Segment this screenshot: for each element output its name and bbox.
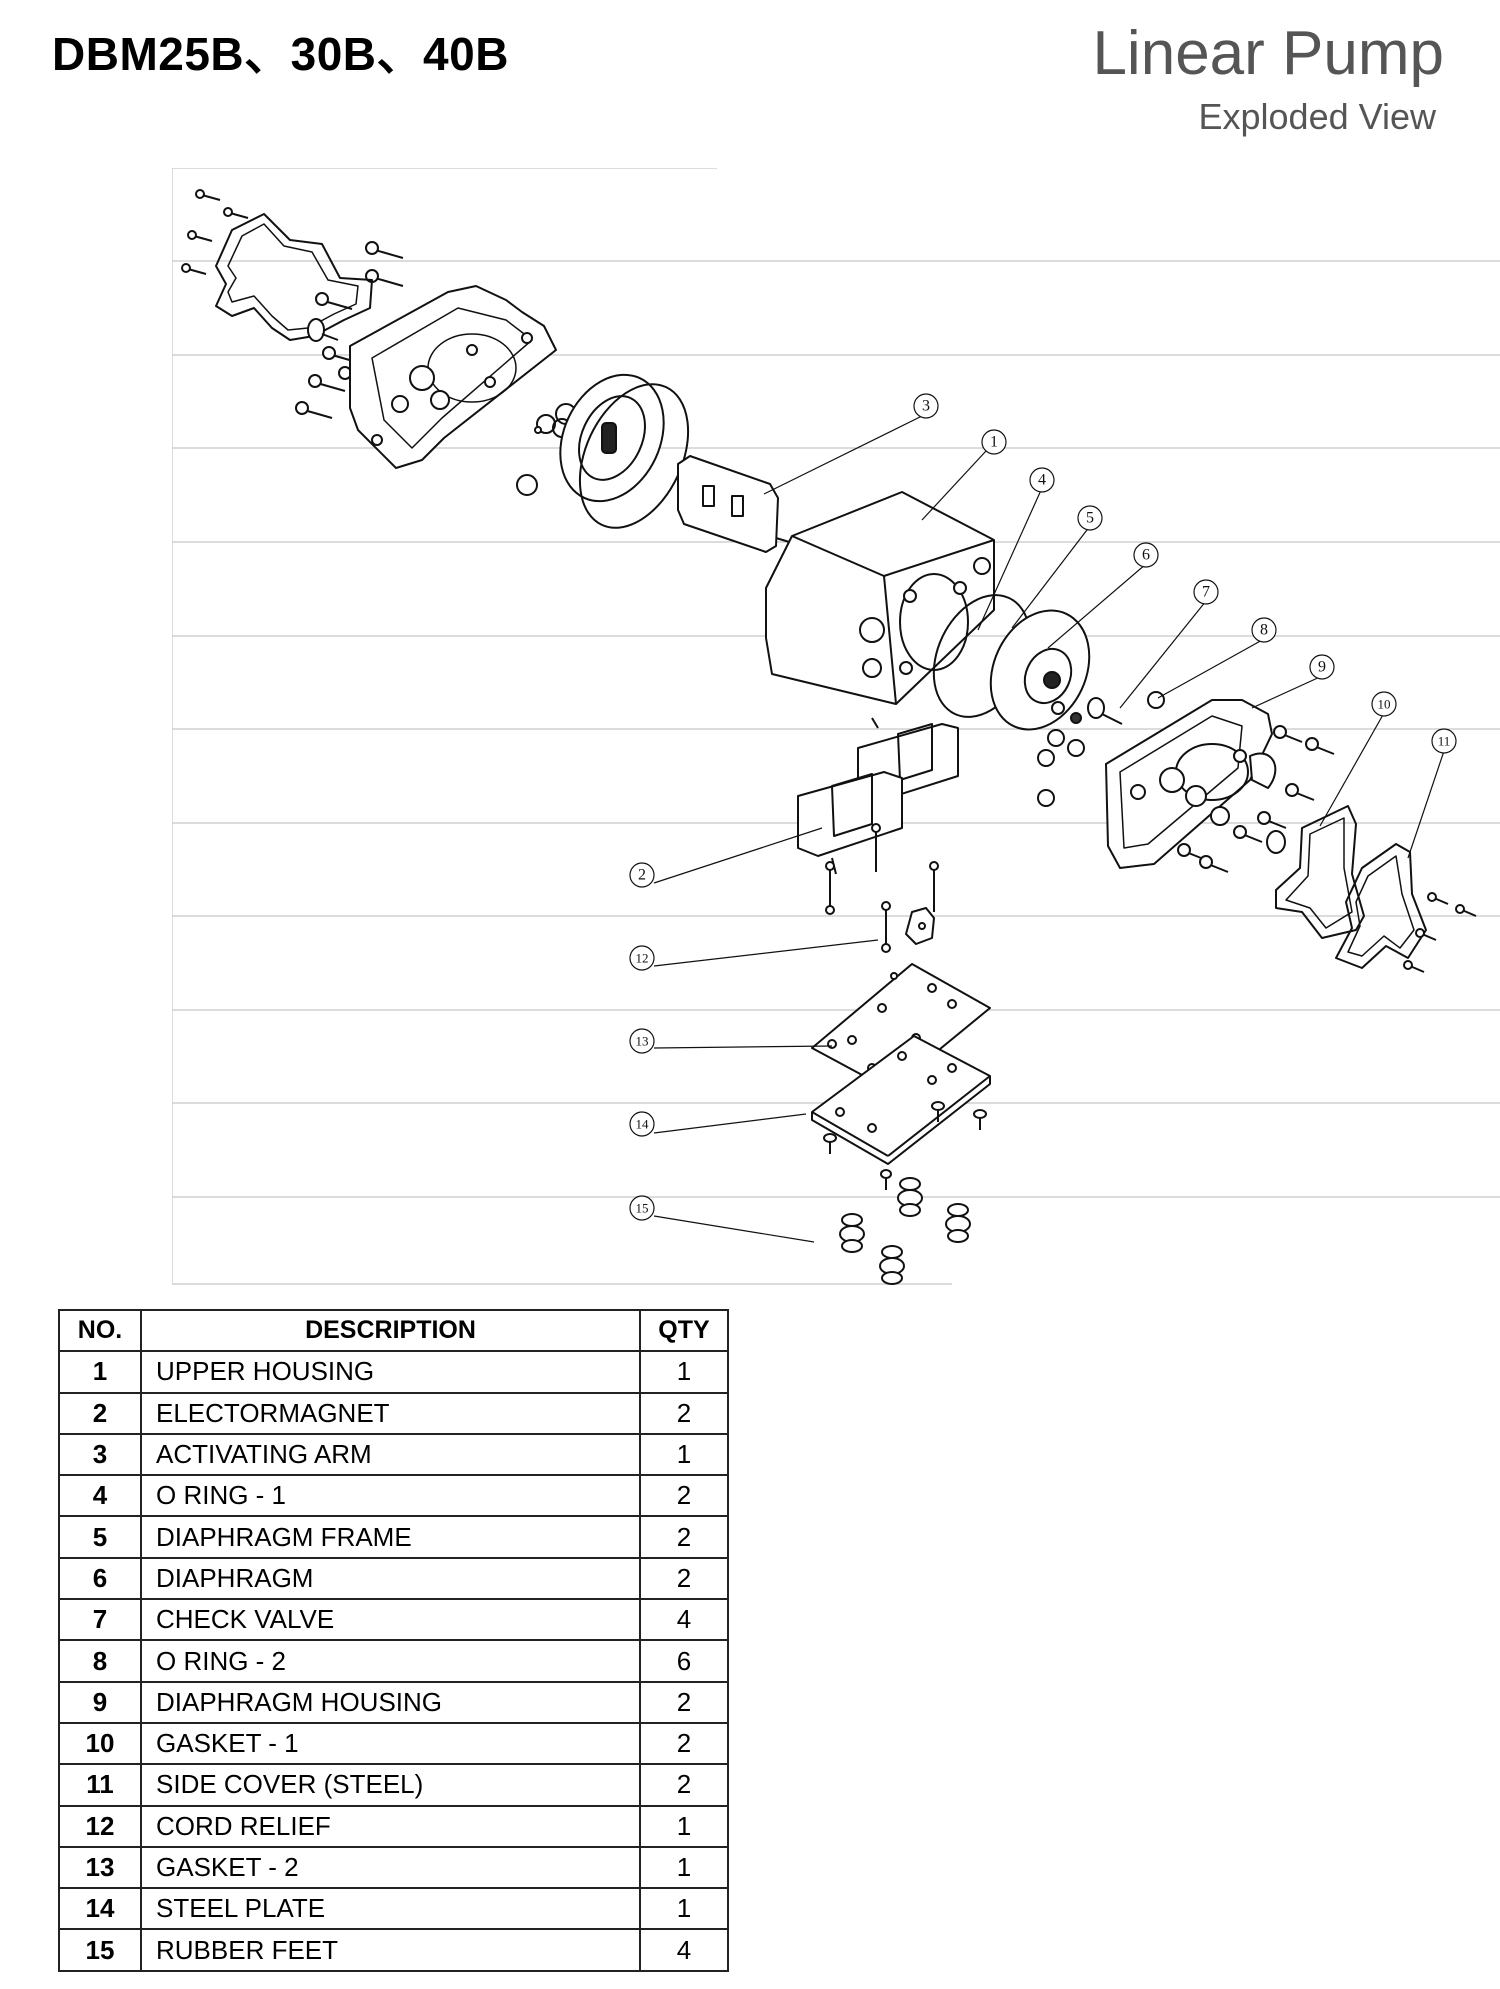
row-qty: 1 — [639, 1804, 729, 1848]
callout-2: 2 — [638, 867, 646, 884]
callout-14: 14 — [636, 1117, 650, 1132]
row-qty: 4 — [639, 1928, 729, 1972]
exploded-view-drawing: 1 2 3 4 5 6 7 8 9 10 11 12 13 14 15 — [172, 168, 1500, 1300]
row-no: 7 — [58, 1598, 142, 1642]
row-description: O RING - 2 — [140, 1639, 641, 1683]
header-no: NO. — [58, 1308, 142, 1353]
row-description: GASKET - 1 — [140, 1721, 641, 1766]
row-no: 15 — [58, 1928, 142, 1972]
left-gasket — [215, 213, 373, 341]
right-gasket — [1275, 805, 1365, 939]
row-qty: 1 — [639, 1432, 729, 1477]
row-description: DIAPHRAGM — [140, 1556, 641, 1601]
right-diaphragm-frame — [989, 609, 1091, 731]
row-no: 12 — [58, 1804, 142, 1848]
right-diaphragm-housing — [1105, 699, 1273, 869]
row-qty: 1 — [639, 1887, 729, 1931]
row-description: RUBBER FEET — [140, 1928, 641, 1972]
header-qty: QTY — [639, 1308, 729, 1353]
callout-12: 12 — [636, 951, 649, 966]
row-description: SIDE COVER (STEEL) — [140, 1763, 641, 1807]
row-description: UPPER HOUSING — [140, 1350, 641, 1394]
row-qty: 2 — [639, 1763, 729, 1807]
callout-7: 7 — [1202, 584, 1210, 601]
row-no: 8 — [58, 1639, 142, 1683]
row-qty: 1 — [639, 1350, 729, 1394]
row-no: 13 — [58, 1845, 142, 1890]
row-no: 3 — [58, 1432, 142, 1477]
callout-8: 8 — [1260, 622, 1268, 639]
row-no: 4 — [58, 1474, 142, 1518]
row-no: 6 — [58, 1556, 142, 1601]
callout-9: 9 — [1318, 659, 1326, 676]
row-qty: 2 — [639, 1391, 729, 1435]
row-qty: 2 — [639, 1721, 729, 1766]
row-qty: 2 — [639, 1515, 729, 1559]
row-qty: 4 — [639, 1598, 729, 1642]
row-no: 5 — [58, 1515, 142, 1559]
row-qty: 2 — [639, 1474, 729, 1518]
row-description: DIAPHRAGM FRAME — [140, 1515, 641, 1559]
leader-lines — [653, 413, 1445, 1243]
left-diaphragm-housing — [349, 285, 557, 469]
row-description: STEEL PLATE — [140, 1887, 641, 1931]
right-side-cover — [1335, 843, 1427, 969]
row-description: DIAPHRAGM HOUSING — [140, 1680, 641, 1724]
callout-1: 1 — [990, 434, 998, 451]
row-no: 9 — [58, 1680, 142, 1724]
model-number: DBM25B、30B、40B — [52, 28, 509, 80]
steel-plate — [811, 1035, 991, 1165]
electromagnet — [797, 717, 959, 875]
check-valve — [1087, 697, 1105, 719]
callout-15: 15 — [636, 1201, 649, 1216]
table-header-row: NO. DESCRIPTION QTY — [58, 1308, 729, 1353]
row-no: 2 — [58, 1391, 142, 1435]
row-qty: 1 — [639, 1845, 729, 1890]
row-no: 1 — [58, 1350, 142, 1394]
row-description: GASKET - 2 — [140, 1845, 641, 1890]
row-qty: 6 — [639, 1639, 729, 1683]
callout-10: 10 — [1378, 697, 1391, 712]
callout-5: 5 — [1086, 510, 1094, 527]
row-qty: 2 — [639, 1556, 729, 1601]
header-description: DESCRIPTION — [140, 1308, 641, 1353]
row-no: 14 — [58, 1887, 142, 1931]
row-description: ELECTORMAGNET — [140, 1391, 641, 1435]
row-qty: 2 — [639, 1680, 729, 1724]
page-title: Linear Pump — [1092, 19, 1444, 88]
row-description: CHECK VALVE — [140, 1598, 641, 1642]
callout-13: 13 — [636, 1034, 649, 1049]
callout-6: 6 — [1142, 547, 1150, 564]
row-description: CORD RELIEF — [140, 1804, 641, 1848]
rubber-feet — [839, 1177, 971, 1285]
row-description: ACTIVATING ARM — [140, 1432, 641, 1477]
callout-3: 3 — [922, 398, 930, 415]
page-subtitle: Exploded View — [1198, 96, 1437, 137]
callout-4: 4 — [1038, 472, 1046, 489]
row-no: 11 — [58, 1763, 142, 1807]
activating-arm — [677, 455, 779, 553]
callout-11: 11 — [1438, 734, 1451, 749]
callouts — [629, 393, 1457, 1221]
row-description: O RING - 1 — [140, 1474, 641, 1518]
row-no: 10 — [58, 1721, 142, 1766]
